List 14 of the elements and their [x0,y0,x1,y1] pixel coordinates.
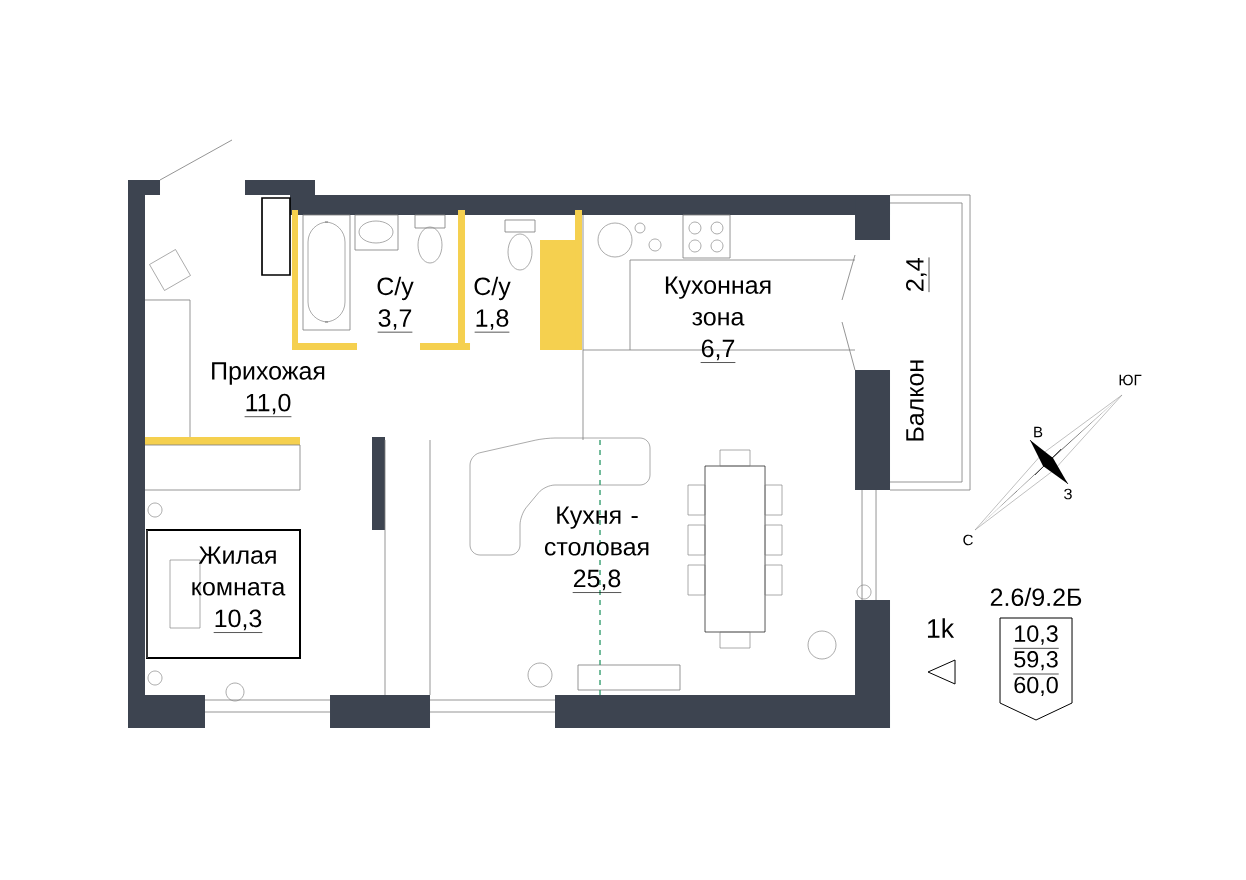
room-count: 1k [927,618,955,638]
direction-letter: В [1034,426,1043,438]
direction-letter: С [963,534,973,546]
room-label: Балкон 2,4 [906,257,930,441]
room-label: С/у 3,7 [377,276,414,333]
area-summary-box: 10,3 59,3 60,0 [999,617,1073,721]
direction-letter: З [1064,488,1072,500]
room-label: Жилая комната 10,3 [192,546,286,633]
direction-letter: ЮГ [1119,374,1142,386]
room-label: Кухонная зона 6,7 [665,276,771,363]
room-label: Кухня - столовая 25,8 [544,506,649,593]
room-label: С/у 1,8 [474,276,511,333]
apartment-code: 2.6/9.2Б [990,587,1082,607]
room-label: Прихожая 11,0 [212,362,325,418]
